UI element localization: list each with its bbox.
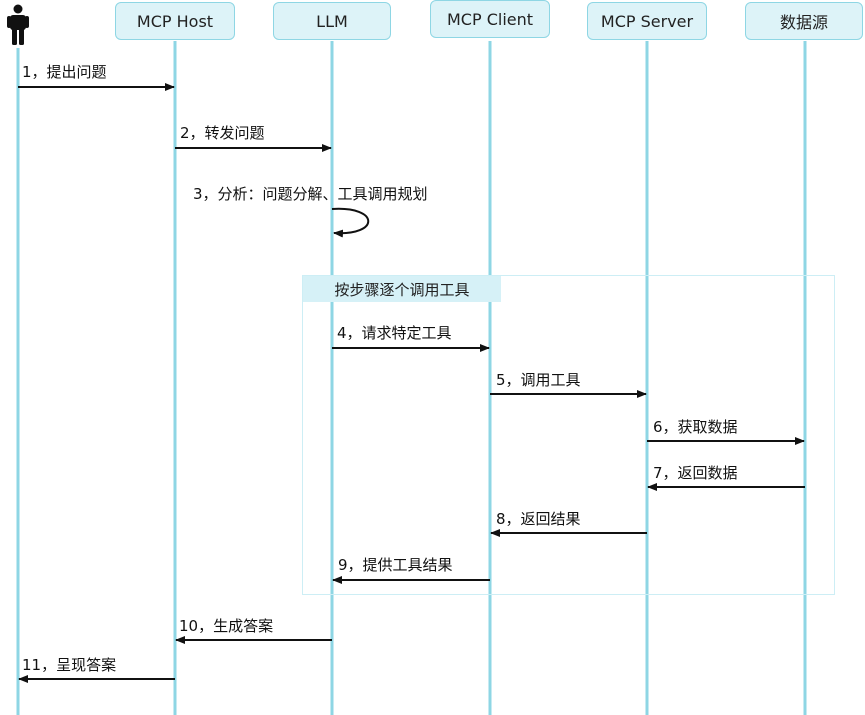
message-3-arrow	[331, 207, 370, 238]
participant-llm: LLM	[273, 2, 391, 40]
participant-mcp-server: MCP Server	[587, 2, 707, 40]
message-10-label: 10，生成答案	[179, 617, 274, 635]
message-4-label: 4，请求特定工具	[337, 324, 452, 342]
loop-frame-label: 按步骤逐个调用工具	[303, 276, 501, 302]
participant-datasource: 数据源	[745, 2, 863, 40]
message-7-label: 7，返回数据	[653, 464, 738, 482]
message-3-label: 3，分析：问题分解、工具调用规划	[193, 185, 428, 203]
participant-mcp-host: MCP Host	[115, 2, 235, 40]
message-9-label: 9，提供工具结果	[338, 556, 453, 574]
participant-mcp-client: MCP Client	[430, 0, 550, 38]
message-11-label: 11，呈现答案	[22, 656, 117, 674]
message-8-label: 8，返回结果	[496, 510, 581, 528]
message-1-label: 1，提出问题	[22, 63, 107, 81]
message-6-label: 6，获取数据	[653, 418, 738, 436]
user-actor-icon	[7, 4, 29, 45]
loop-frame	[302, 275, 835, 595]
message-5-label: 5，调用工具	[496, 371, 581, 389]
message-2-label: 2，转发问题	[180, 124, 265, 142]
